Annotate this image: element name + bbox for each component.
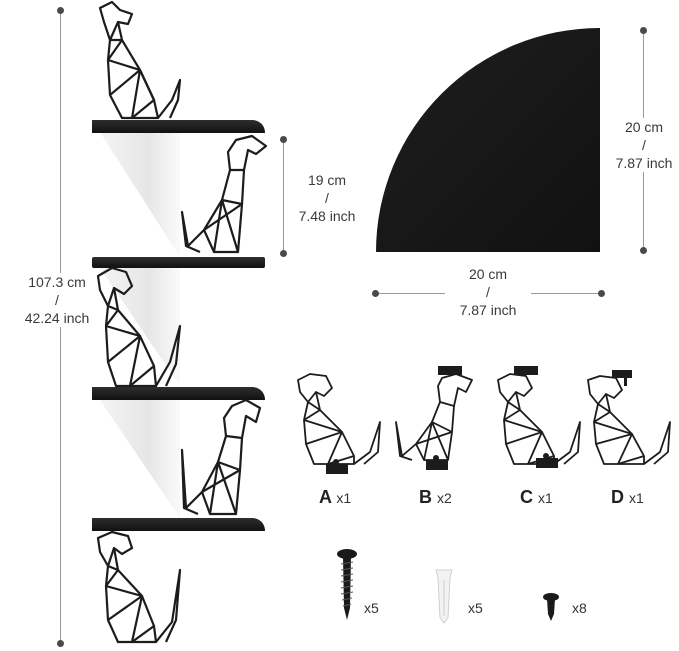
shelf-4 [92,518,265,531]
dog-part-c-label: C x1 [520,487,553,508]
dog-part-b-icon [395,366,473,470]
total-height-inch: 42.24 inch [24,310,90,326]
shelf-1 [92,120,265,133]
shelf-gap-cm: 19 cm [307,172,347,188]
shelf-depth-sep: / [642,137,646,153]
shelf-width-cm: 20 cm [468,266,508,282]
shelf-gap-label: 19 cm / 7.48 inch [285,171,369,225]
total-height-bottom-dot [57,640,64,647]
dog-part-d-count: x1 [629,490,644,506]
shelf-depth-top-dot [640,27,647,34]
dog-wire-top [98,0,182,120]
shelf-shadow-3 [100,400,180,518]
dog-part-b-label: B x2 [419,487,452,508]
shelf-width-inch: 7.87 inch [459,302,517,318]
dog-wire-4 [180,398,262,516]
small-screw-count: x8 [572,600,587,616]
total-height-sep: / [55,292,59,308]
dog-part-d-letter: D [611,487,624,507]
shelf-depth-cm: 20 cm [624,119,664,135]
shelf-gap-top-dot [280,136,287,143]
dog-wire-3 [96,266,182,388]
shelf-2 [92,257,265,268]
dog-part-a-label: A x1 [319,487,351,508]
dog-part-d-icon [587,370,671,465]
dog-part-d-label: D x1 [611,487,644,508]
shelf-depth-label: 20 cm / 7.87 inch [604,118,679,172]
shelf-gap-inch: 7.48 inch [298,208,356,224]
total-height-cm: 107.3 cm [28,274,86,290]
dog-part-c-icon [497,366,581,468]
shelf-3 [92,387,265,400]
dog-part-a-icon [297,373,381,474]
total-height-top-dot [57,7,64,14]
dog-part-b-count: x2 [437,490,452,506]
shelf-width-sep: / [486,284,490,300]
dog-part-c-letter: C [520,487,533,507]
dog-part-a-count: x1 [336,490,352,506]
shelf-gap-sep: / [325,190,329,206]
shelf-width-right-dot [598,290,605,297]
shelf-width-left-dot [372,290,379,297]
dog-part-b-letter: B [419,487,432,507]
shelf-depth-bottom-dot [640,247,647,254]
dog-wire-bottom [96,530,182,644]
shelf-width-label: 20 cm / 7.87 inch [445,265,531,319]
total-height-label: 107.3 cm / 42.24 inch [2,273,112,327]
small-screw-icon [543,593,559,621]
dog-part-a-letter: A [319,487,332,507]
shelf-gap-bottom-dot [280,250,287,257]
wall-anchor-count: x5 [468,600,483,616]
total-height-line [60,10,61,645]
shelf-top-view [376,28,600,252]
dog-wire-2 [180,134,268,254]
shelf-depth-inch: 7.87 inch [615,155,673,171]
shelf-gap-line [283,140,284,255]
screw-icon [337,549,357,620]
dog-part-c-count: x1 [538,490,553,506]
screw-count: x5 [364,600,379,616]
wall-anchor-icon [435,569,453,624]
shelf-shadow-1 [100,132,180,257]
